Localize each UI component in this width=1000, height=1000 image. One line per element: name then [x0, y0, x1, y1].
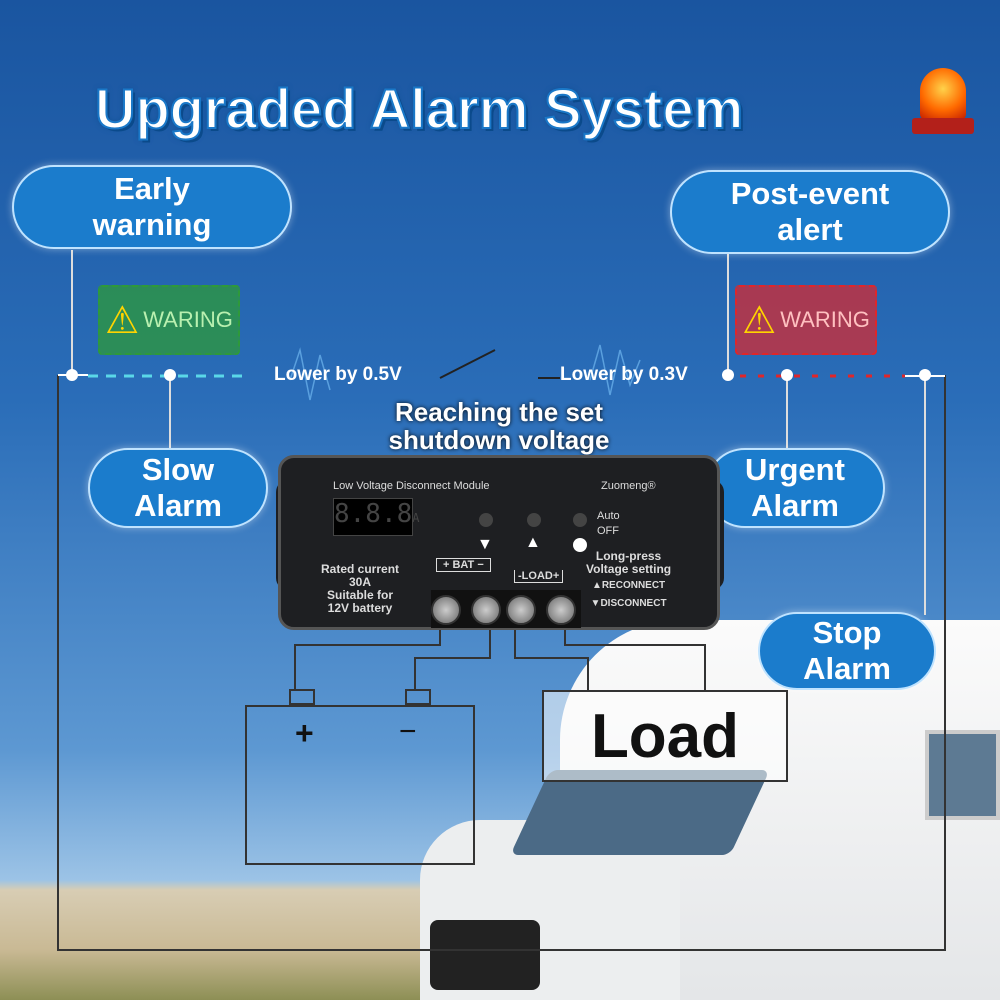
module-name: Low Voltage Disconnect Module: [333, 480, 490, 492]
callout-early-warning: Early warning: [12, 165, 292, 249]
load-box: Load: [542, 690, 788, 782]
down-button[interactable]: ▼: [477, 536, 493, 553]
load-label: Load: [590, 701, 740, 771]
callout-text: Alarm: [803, 651, 891, 686]
battery-terminal-positive: [289, 689, 315, 705]
brand: Zuomeng®: [601, 480, 656, 492]
negative-sign: −: [399, 715, 417, 748]
callout-post-event-alert: Post-event alert: [670, 170, 950, 254]
terminal-screw: [546, 595, 576, 625]
terminal-screw: [506, 595, 536, 625]
siren-icon: [912, 68, 974, 136]
terminal-screw: [471, 595, 501, 625]
up-button[interactable]: ▲: [525, 534, 541, 551]
callout-text: alert: [777, 212, 843, 247]
rated-line: 12V battery: [327, 601, 393, 615]
rated-line: Suitable for: [327, 588, 394, 602]
red-warning-badge: ⚠ WARING: [735, 285, 877, 355]
battery: + −: [245, 689, 475, 865]
caption-line: shutdown voltage: [388, 425, 610, 455]
callout-urgent-alarm: Urgent Alarm: [705, 448, 885, 528]
callout-text: warning: [92, 207, 212, 242]
indicator-led: [479, 513, 493, 527]
callout-stop-alarm: Stop Alarm: [758, 612, 936, 690]
caption-line: Reaching the set: [394, 397, 604, 427]
voltage-label-left: Lower by 0.5V: [274, 364, 402, 385]
voltage-label-right: Lower by 0.3V: [560, 364, 688, 385]
rated-line: Rated current: [321, 562, 400, 576]
set-button[interactable]: [573, 538, 587, 552]
reconnect-label: ▲RECONNECT: [591, 580, 666, 591]
callout-text: Slow: [141, 452, 215, 487]
positive-sign: +: [295, 715, 314, 751]
mode-off: OFF: [597, 525, 619, 537]
callout-text: Alarm: [134, 488, 222, 523]
warning-triangle-icon: ⚠: [105, 299, 140, 342]
battery-terminal-negative: [405, 689, 431, 705]
badge-text: WARING: [780, 307, 870, 332]
long-press-line: Voltage setting: [586, 562, 672, 576]
callout-text: Post-event: [730, 176, 890, 211]
callout-slow-alarm: Slow Alarm: [88, 448, 268, 528]
rv-image: [420, 620, 1000, 1000]
callout-text: Alarm: [751, 488, 839, 523]
indicator-led: [573, 513, 587, 527]
load-label: -LOAD+: [514, 570, 564, 583]
disconnect-label: ▼DISCONNECT: [590, 598, 667, 609]
badge-text: WARING: [143, 307, 233, 332]
led-display: 8.8.8A: [333, 498, 420, 536]
callout-text: Early: [114, 171, 190, 206]
indicator-led: [527, 513, 541, 527]
shutdown-voltage-caption: Reaching the set shutdown voltage: [278, 398, 720, 454]
long-press-line: Long-press: [595, 549, 662, 563]
callout-text: Stop: [812, 615, 882, 650]
page-title: Upgraded Alarm System: [94, 76, 744, 141]
display-unit: A: [412, 511, 420, 525]
green-warning-badge: ⚠ WARING: [98, 285, 240, 355]
terminal-screw: [431, 595, 461, 625]
callout-text: Urgent: [745, 452, 845, 487]
bat-label: + BAT −: [436, 558, 491, 572]
warning-triangle-icon: ⚠: [742, 299, 777, 342]
display-digits: 8.8.8: [334, 499, 413, 529]
rated-line: 30A: [349, 575, 372, 589]
low-voltage-disconnect-module: Low Voltage Disconnect Module Zuomeng® 8…: [278, 455, 720, 630]
mode-auto: Auto: [597, 510, 620, 522]
